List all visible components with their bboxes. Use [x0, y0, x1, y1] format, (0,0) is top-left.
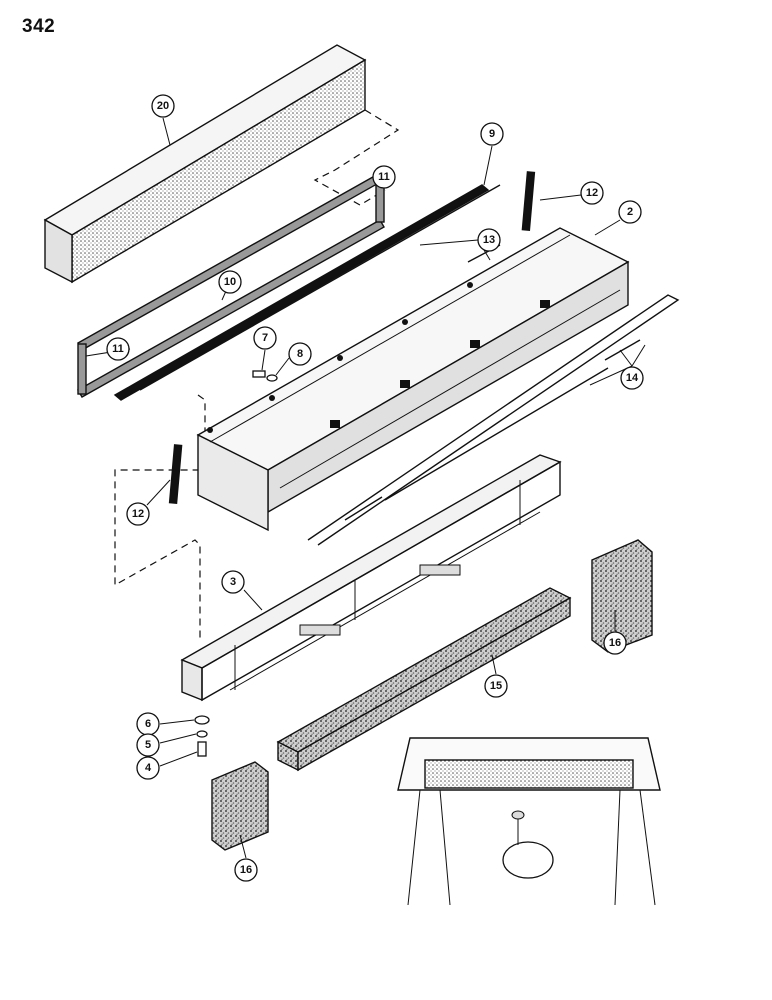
- seal-strip-top: [113, 184, 490, 401]
- svg-text:8: 8: [297, 348, 303, 360]
- hardware-stack: [194, 715, 210, 757]
- svg-text:16: 16: [240, 864, 252, 876]
- svg-text:11: 11: [378, 171, 390, 183]
- callout-2: 2: [618, 200, 642, 224]
- seal-strip-vertical-right: [521, 171, 536, 231]
- callout-15: 15: [484, 674, 508, 698]
- callout-13: 13: [477, 228, 501, 252]
- svg-text:3: 3: [230, 576, 236, 588]
- svg-text:12: 12: [586, 187, 598, 199]
- page-number: 342: [22, 16, 56, 37]
- callout-12-left: 12: [126, 502, 150, 526]
- base-frame: [180, 454, 562, 702]
- installed-location-inset: [397, 737, 661, 906]
- svg-text:10: 10: [224, 276, 236, 288]
- svg-text:14: 14: [626, 372, 639, 384]
- svg-text:5: 5: [145, 739, 151, 751]
- callout-6: 6: [136, 712, 160, 736]
- callout-5: 5: [136, 733, 160, 757]
- callout-4: 4: [136, 756, 160, 780]
- foam-block-right: [591, 539, 653, 653]
- callout-9: 9: [480, 122, 504, 146]
- svg-text:16: 16: [609, 637, 621, 649]
- svg-text:11: 11: [112, 343, 124, 355]
- callout-7: 7: [253, 326, 277, 350]
- svg-text:4: 4: [145, 762, 152, 774]
- callout-14: 14: [620, 366, 644, 390]
- svg-text:13: 13: [483, 234, 495, 246]
- foam-block-left: [211, 761, 269, 851]
- svg-text:9: 9: [489, 128, 495, 140]
- callout-10: 10: [218, 270, 242, 294]
- alignment-line-filter: [313, 109, 400, 206]
- callout-16-left: 16: [234, 858, 258, 882]
- seal-strip-side: [139, 184, 501, 391]
- filter-gasket-frame: [77, 172, 385, 398]
- svg-text:15: 15: [490, 680, 502, 692]
- callout-12-right: 12: [580, 181, 604, 205]
- svg-text:2: 2: [627, 206, 633, 218]
- callout-11-left: 11: [106, 337, 130, 361]
- svg-text:20: 20: [157, 100, 169, 112]
- callout-16-right: 16: [603, 631, 627, 655]
- foam-strip: [276, 587, 572, 772]
- svg-text:7: 7: [262, 332, 268, 344]
- callout-20: 20: [151, 94, 175, 118]
- filter-element: [43, 44, 367, 284]
- hardware-bolt-nut: [252, 370, 278, 382]
- front-seal-strips: [307, 294, 680, 546]
- callout-3: 3: [221, 570, 245, 594]
- svg-text:12: 12: [132, 508, 144, 520]
- svg-text:6: 6: [145, 718, 151, 730]
- seal-strip-vertical-left: [168, 444, 183, 505]
- filter-housing: [196, 227, 630, 532]
- callout-11-top: 11: [372, 165, 396, 189]
- callout-8: 8: [288, 342, 312, 366]
